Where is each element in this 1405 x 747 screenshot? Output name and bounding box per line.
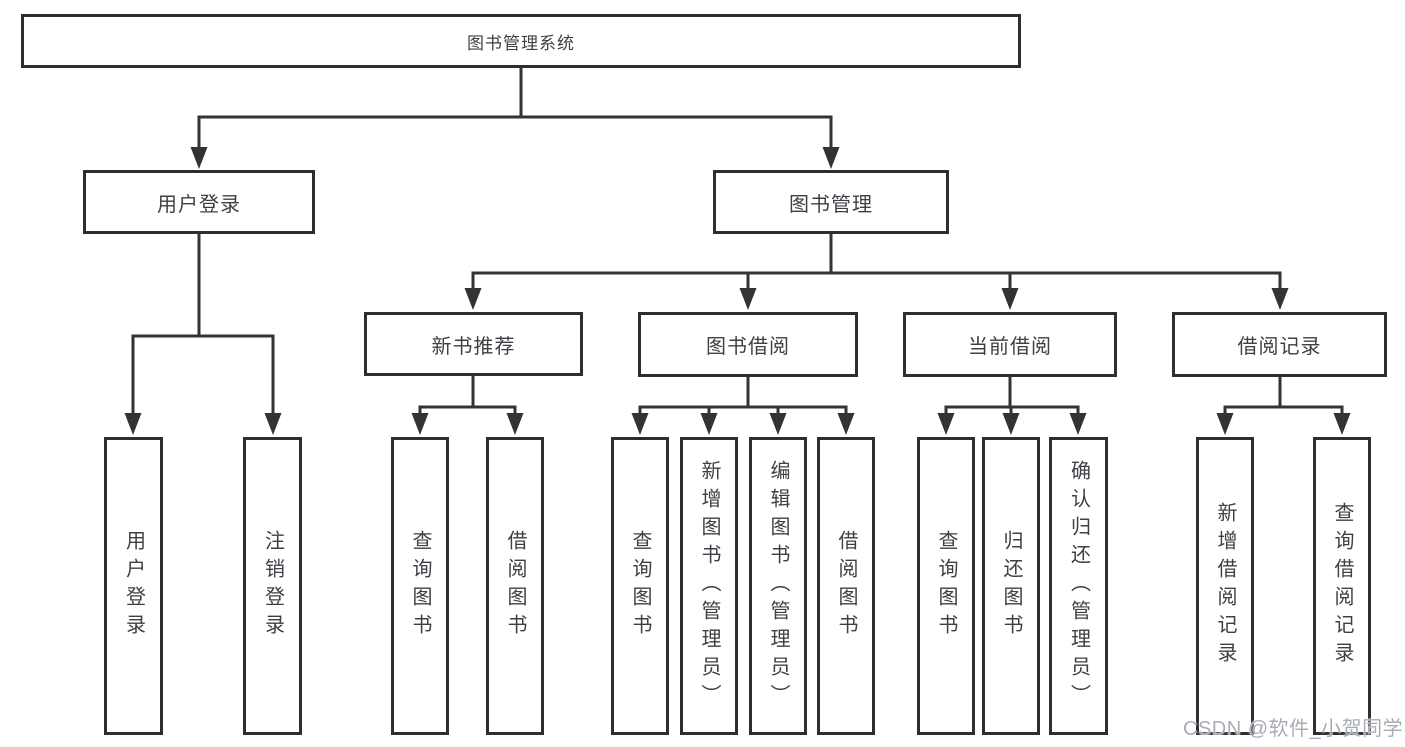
leaf-add-book-admin: 新增图书（管理员） [680, 437, 738, 735]
leaf-query-borrow-record: 查询借阅记录 [1313, 437, 1371, 735]
leaf-borrow-books-recommend: 借阅图书 [486, 437, 544, 735]
watermark: CSDN @软件_小贺同学 [1183, 718, 1404, 740]
leaf-query-books-current: 查询图书 [917, 437, 975, 735]
node-user-login: 用户登录 [83, 170, 315, 234]
node-current-borrowing: 当前借阅 [903, 312, 1117, 377]
node-root: 图书管理系统 [21, 14, 1021, 68]
leaf-edit-book-admin: 编辑图书（管理员） [749, 437, 807, 735]
leaf-borrow-books: 借阅图书 [817, 437, 875, 735]
node-new-book-recommendation: 新书推荐 [364, 312, 583, 376]
leaf-add-borrow-record: 新增借阅记录 [1196, 437, 1254, 735]
node-borrowing-records: 借阅记录 [1172, 312, 1387, 377]
node-book-borrowing: 图书借阅 [638, 312, 858, 377]
leaf-return-book: 归还图书 [982, 437, 1040, 735]
leaf-query-books-borrowing: 查询图书 [611, 437, 669, 735]
leaf-user-login: 用户登录 [104, 437, 163, 735]
arrowheads [124, 147, 1351, 435]
leaf-logout: 注销登录 [243, 437, 302, 735]
node-book-management: 图书管理 [713, 170, 949, 234]
leaf-confirm-return-admin: 确认归还（管理员） [1049, 437, 1108, 735]
leaf-query-books-recommend: 查询图书 [391, 437, 449, 735]
